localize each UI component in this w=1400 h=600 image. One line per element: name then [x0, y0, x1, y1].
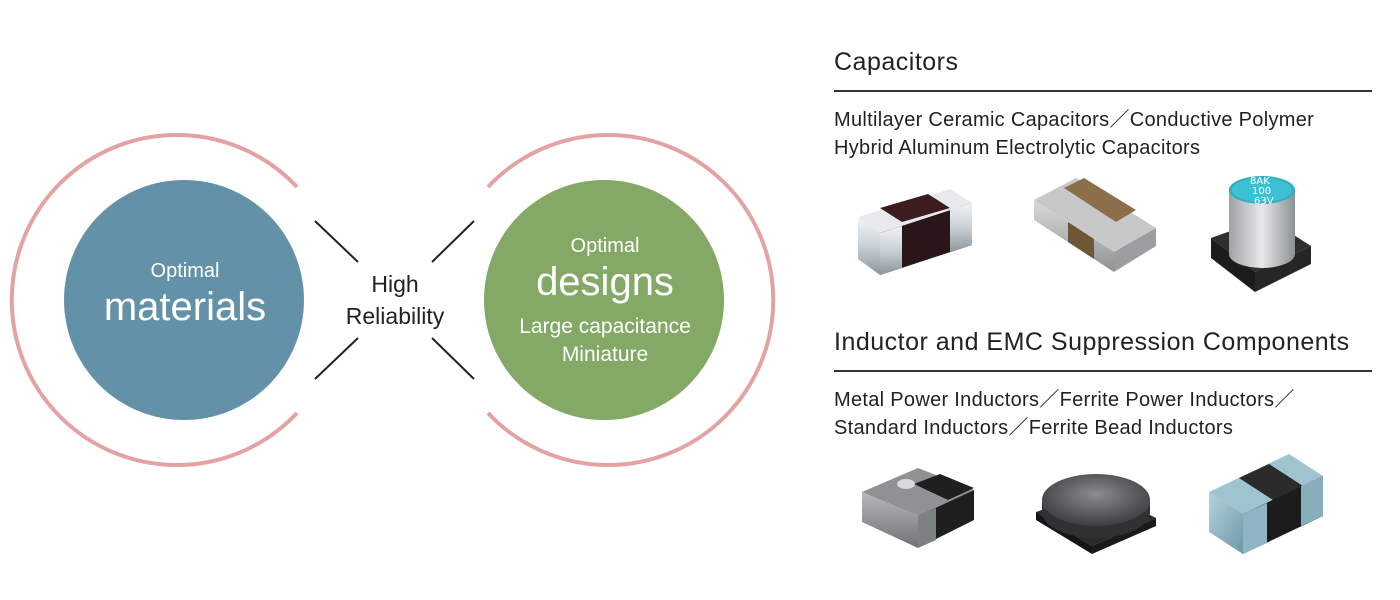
- designs-small-label: Optimal: [570, 235, 640, 257]
- designs-big-label: designs: [536, 260, 674, 304]
- capacitors-description: Multilayer Ceramic Capacitors／Conductive…: [834, 106, 1314, 162]
- ceramic-capacitor-dark-image: [858, 189, 972, 275]
- connector-line: [314, 220, 359, 263]
- capacitors-line: Hybrid Aluminum Electrolytic Capacitors: [834, 137, 1201, 159]
- can-marking: 100: [1252, 186, 1271, 197]
- can-marking: 63V: [1254, 196, 1274, 207]
- connector-line: [314, 337, 359, 380]
- right-ring: [486, 133, 776, 467]
- can-marking: 8AK: [1250, 176, 1270, 187]
- capacitors-line: Multilayer Ceramic Capacitors／Conductive…: [834, 109, 1315, 131]
- ceramic-capacitor-brown-image: [1034, 178, 1156, 272]
- aluminum-electrolytic-capacitor-image: 8AK 100 63V: [1211, 176, 1311, 292]
- inductors-divider: [834, 370, 1372, 372]
- designs-circle: [484, 180, 724, 420]
- designs-sub-labels: Large capacitance Miniature: [490, 313, 720, 369]
- materials-big-label: materials: [103, 285, 267, 329]
- capacitors-divider: [834, 90, 1372, 92]
- center-line: High: [371, 271, 419, 297]
- connector-line: [431, 337, 475, 380]
- reliability-diagram: [9, 133, 776, 467]
- left-ring: [9, 133, 299, 467]
- inductors-line: Metal Power Inductors／Ferrite Power Indu…: [834, 389, 1295, 411]
- metal-power-inductor-image: [862, 468, 974, 548]
- inductors-title: Inductor and EMC Suppression Components: [834, 328, 1350, 356]
- designs-sub-line: Large capacitance: [519, 315, 691, 338]
- center-line: Reliability: [345, 303, 445, 329]
- inductors-description: Metal Power Inductors／Ferrite Power Indu…: [834, 386, 1295, 442]
- connector-line: [431, 220, 475, 263]
- materials-small-label: Optimal: [150, 260, 220, 282]
- materials-circle: [64, 180, 304, 420]
- ferrite-bead-inductor-image: [1209, 454, 1323, 554]
- ferrite-power-inductor-image: [1036, 474, 1156, 554]
- capacitors-title: Capacitors: [834, 48, 959, 76]
- inductors-line: Standard Inductors／Ferrite Bead Inductor…: [834, 417, 1234, 439]
- designs-sub-line: Miniature: [561, 343, 649, 366]
- high-reliability-label: High Reliability: [315, 268, 475, 332]
